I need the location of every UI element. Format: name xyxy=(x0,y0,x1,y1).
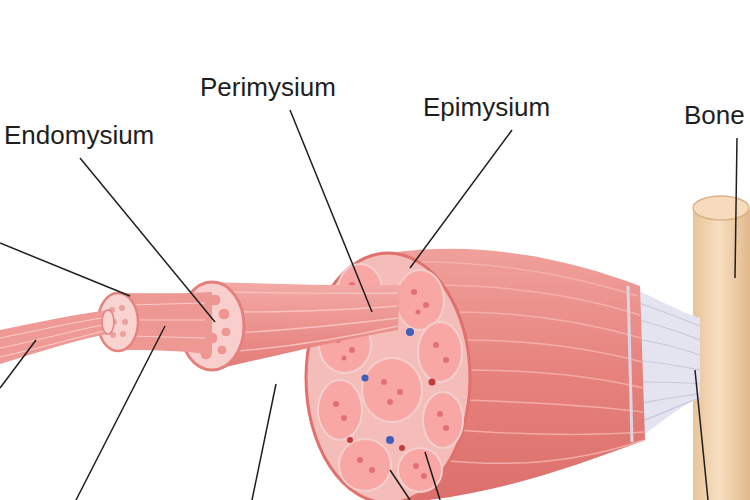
part-label: Endomysium xyxy=(4,120,154,150)
leader-lines xyxy=(0,110,737,500)
part-label: Epimysium xyxy=(423,92,550,122)
part-label: Bone xyxy=(684,100,745,130)
myofibril xyxy=(0,310,114,364)
bone xyxy=(693,196,750,500)
muscle-belly xyxy=(388,249,645,500)
fascicle xyxy=(180,282,400,370)
part-label: Perimysium xyxy=(200,72,336,102)
